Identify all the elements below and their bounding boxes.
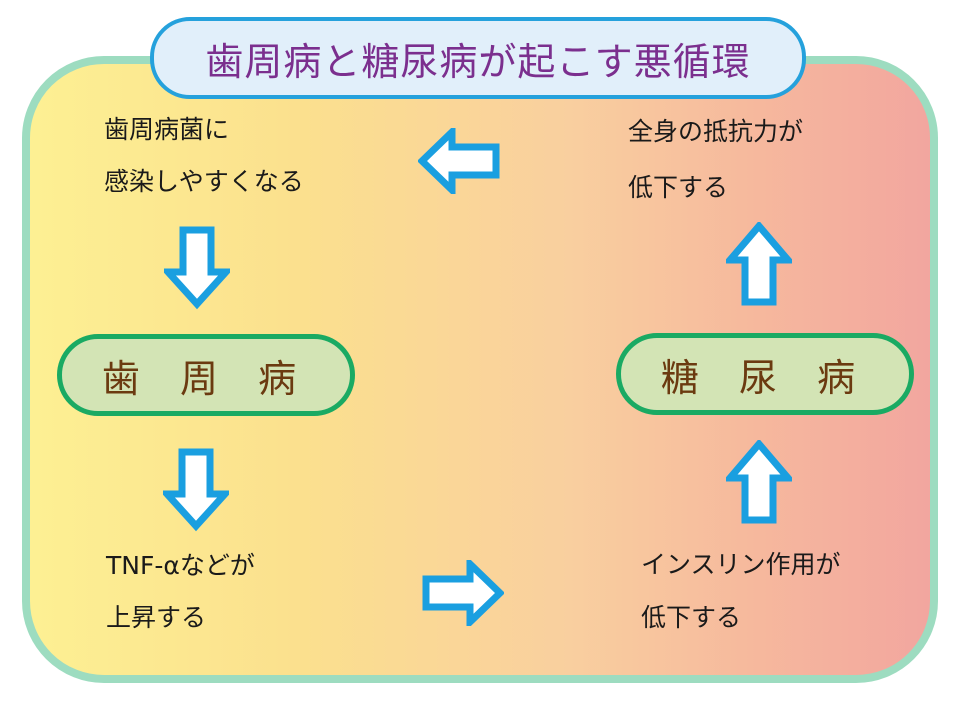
arrow-down-icon bbox=[163, 448, 229, 532]
arrow-left-icon bbox=[418, 128, 500, 194]
node-periodontal-infection-line2: 感染しやすくなる bbox=[104, 167, 304, 196]
node-periodontal-infection-line1: 歯周病菌に bbox=[104, 115, 230, 144]
node-resistance-down-line1: 全身の抵抗力が bbox=[628, 117, 804, 146]
node-resistance-down-line2: 低下する bbox=[628, 173, 729, 202]
node-insulin-down-line2: 低下する bbox=[641, 603, 742, 632]
node-tnf-up-line2: 上昇する bbox=[106, 603, 207, 632]
arrow-up-icon bbox=[726, 440, 792, 524]
node-periodontitis: 歯 周 病 bbox=[57, 334, 355, 416]
node-insulin-down-line1: インスリン作用が bbox=[641, 550, 841, 579]
arrow-up-icon bbox=[726, 222, 792, 306]
node-tnf-up-line1: TNF-αなどが bbox=[106, 551, 255, 580]
diagram-title: 歯周病と糖尿病が起こす悪循環 bbox=[150, 17, 806, 99]
node-diabetes: 糖 尿 病 bbox=[616, 333, 914, 415]
arrow-down-icon bbox=[164, 226, 230, 310]
arrow-right-icon bbox=[422, 560, 504, 626]
